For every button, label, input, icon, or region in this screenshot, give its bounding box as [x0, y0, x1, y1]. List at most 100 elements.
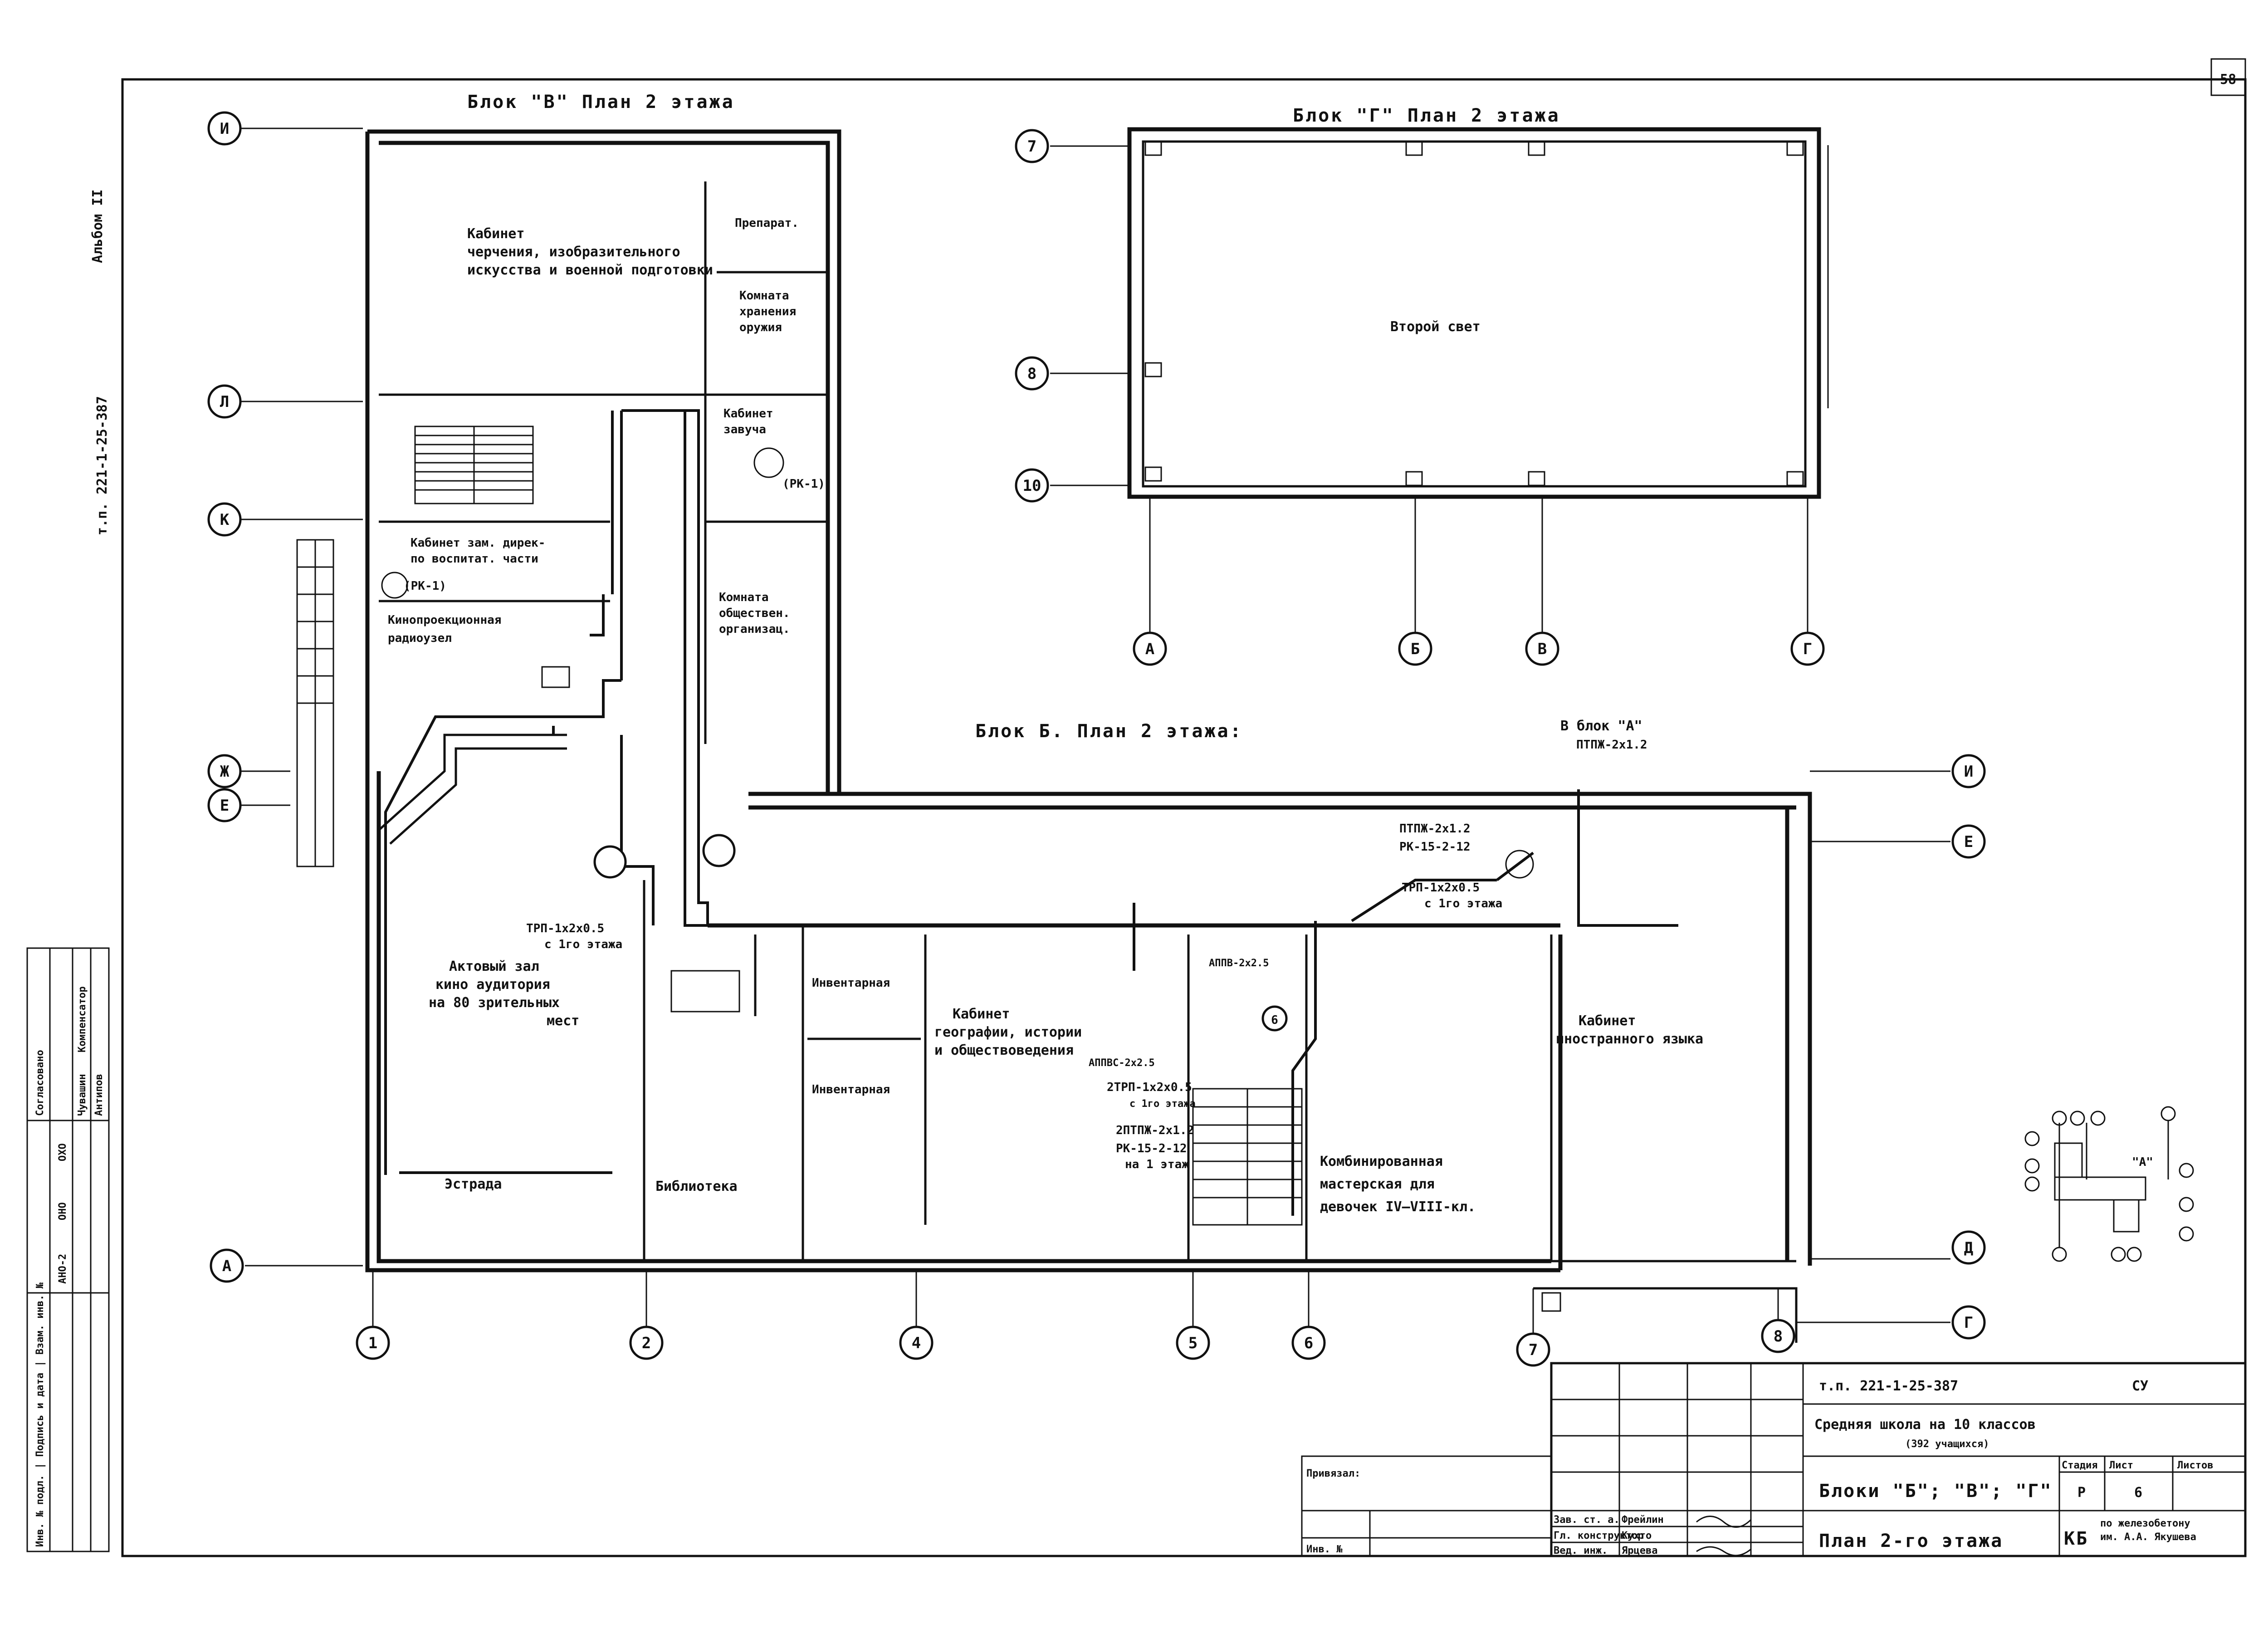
axis-label-left-2: Л [220, 393, 229, 411]
axis-label-bottom-7: 8 [1774, 1327, 1783, 1346]
axis-label-g-col-2: Б [1411, 640, 1420, 658]
axis-label-left-6: А [222, 1257, 231, 1275]
axis-marker-bottom-2 [629, 1326, 664, 1360]
trp-c: 2ТРП-1х2х0.5 [1107, 1081, 1192, 1094]
tb-name-2: Кухто [1622, 1530, 1652, 1541]
axis-label-g-row-3: 10 [1023, 477, 1041, 495]
axis-label-left-1: И [220, 120, 229, 138]
signature-2 [1696, 1546, 1751, 1556]
axis-marker-g-row-3 [1015, 468, 1049, 503]
approval-name-2: Компенсатор [77, 986, 88, 1052]
axis-label-right-2: Е [1964, 833, 1973, 851]
room-second-light: Второй свет [1390, 319, 1481, 335]
room-workshop-3: девочек IV–VIII-кл. [1320, 1199, 1476, 1215]
axis-marker-left-4 [207, 754, 242, 788]
tb-capacity: (392 учащихся) [1905, 1438, 1989, 1450]
room-languages-1: Кабинет [1579, 1013, 1636, 1029]
axis-marker-left-6 [210, 1248, 244, 1283]
trp-b: ТРП-1х2х0.5 [1402, 881, 1480, 895]
signature-1 [1696, 1516, 1752, 1528]
block-g-title: Блок "Г" План 2 этажа [1293, 105, 1560, 126]
room-zavuch-1: Кабинет [723, 407, 773, 421]
tb-inv: Инв. № [1306, 1544, 1343, 1555]
tb-org-1: по железобетону [2100, 1518, 2190, 1529]
axis-marker-left-5 [207, 788, 242, 822]
axis-label-g-col-3: В [1538, 640, 1547, 658]
trp-a: ТРП-1х2х0.5 [526, 922, 604, 935]
sheet-number-box [2210, 58, 2246, 96]
apv-a: АППВ-2х2.5 [1209, 958, 1269, 969]
room-drawing-1: Кабинет [467, 226, 524, 242]
tb-plan: План 2-го этажа [1819, 1531, 2003, 1551]
trp-a-2: с 1го этажа [544, 938, 622, 951]
axis-label-g-row-1: 7 [1027, 137, 1036, 156]
tb-name-3: Ярцева [1622, 1545, 1657, 1556]
axis-marker-g-row-1 [1015, 129, 1049, 163]
tb-stage-header: Стадия [2062, 1460, 2097, 1471]
approval-row-3: ОХО [57, 1143, 68, 1161]
tb-role-2: Гл. конструктор [1554, 1530, 1644, 1541]
block-b: Блок Б. План 2 этажа: В блок "А" ПТПЖ-2х… [365, 708, 1812, 1343]
room-weapons-2: хранения [739, 305, 796, 318]
block-b-title: Блок Б. План 2 этажа: [975, 721, 1243, 742]
room-drawing-2: черчения, изобразительного [467, 244, 680, 260]
tb-binding: Привязал: [1306, 1468, 1360, 1479]
axis-marker-bottom-4 [1176, 1326, 1210, 1360]
axis-label-bottom-6: 7 [1529, 1341, 1538, 1359]
room-public-1: Комната [719, 591, 769, 604]
tb-blocks: Блоки "Б"; "В"; "Г" [1819, 1481, 2053, 1502]
node-6-circle [1261, 1005, 1288, 1032]
axis-marker-left-2 [207, 384, 242, 419]
rk-a: РК-15-2-12 [1399, 840, 1471, 854]
title-block: т.п. 221-1-25-387 СУ Средняя школа на 10… [1301, 1362, 2247, 1557]
axis-marker-right-2 [1951, 824, 1986, 859]
axis-label-right-4: Г [1964, 1314, 1973, 1332]
stair-b [1192, 1088, 1303, 1226]
axis-label-bottom-5: 6 [1304, 1334, 1313, 1352]
axis-label-left-4: Ж [220, 763, 230, 781]
to-block-a: В блок "А" [1560, 718, 1642, 734]
trp-c-2: с 1го этажа [1129, 1098, 1196, 1110]
room-geography-2: географии, истории [934, 1024, 1082, 1040]
key-plan-label: "А" [2132, 1155, 2153, 1169]
room-geography-3: и обществоведения [934, 1042, 1074, 1058]
room-deputy-1: Кабинет зам. дирек- [411, 536, 545, 550]
axis-label-g-col-1: А [1145, 640, 1154, 658]
rk1a-label: (РК-1) [782, 477, 825, 491]
axis-marker-left-3 [207, 502, 242, 537]
to-block-a-pipe: ПТПЖ-2х1.2 [1576, 738, 1647, 752]
approval-box [26, 947, 110, 1552]
axis-marker-left-1 [207, 111, 242, 146]
approval-row-2: ОНО [57, 1202, 68, 1220]
axis-marker-g-row-2 [1015, 356, 1049, 391]
room-workshop-1: Комбинированная [1320, 1154, 1443, 1169]
tb-sheet-value: 6 [2134, 1485, 2142, 1501]
sheet-frame [121, 78, 2247, 1557]
axis-marker-g-col-4 [1790, 631, 1825, 666]
tb-name-1: Фрейлин [1622, 1514, 1664, 1526]
axis-marker-right-1 [1951, 754, 1986, 788]
room-zavuch-2: завуча [723, 423, 766, 436]
approval-strip: Инв. № подл. | Подпись и дата | Взам. ин… [34, 1282, 46, 1547]
axis-label-right-3: Д [1964, 1239, 1973, 1257]
rk-outlet-c [1505, 850, 1534, 879]
axis-marker-g-col-3 [1525, 631, 1559, 666]
block-v: Блок "В" План 2 этажа [296, 92, 841, 867]
approval-name-1: Чувашин [77, 1074, 88, 1116]
room-stage: Эстрада [445, 1176, 502, 1192]
distribution-point-a [593, 845, 627, 879]
axis-label-left-3: К [220, 511, 230, 529]
room-workshop-2: мастерская для [1320, 1176, 1435, 1192]
radio-node-box [541, 666, 570, 688]
trp-b-2: с 1го этажа [1424, 897, 1502, 910]
rk-outlet-b [381, 572, 408, 599]
room-public-3: организац. [719, 622, 790, 636]
axis-markers: И Л К Ж Е А И Е Д Г 7 8 [207, 111, 1986, 1367]
axis-marker-g-col-2 [1398, 631, 1432, 666]
approval-name-3: Антипов [93, 1074, 105, 1116]
rk1b-label: (РК-1) [404, 579, 446, 593]
project-code-vertical: т.п. 221-1-25-387 [94, 396, 110, 535]
rk-b-2: на 1 этаж [1125, 1158, 1189, 1171]
